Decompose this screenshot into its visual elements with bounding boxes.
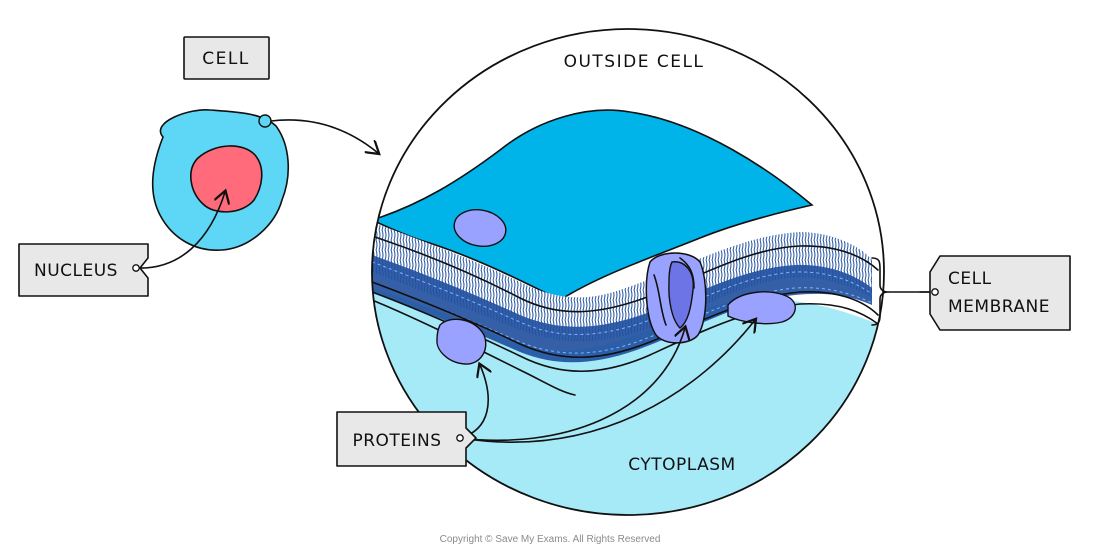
protein-inner-left <box>436 318 487 365</box>
copyright-text: Copyright © Save My Exams. All Rights Re… <box>440 534 661 545</box>
cell-label-box: CELL <box>183 36 270 80</box>
outside-cell-label: OUTSIDE CELL <box>564 52 705 72</box>
protein-inner-right <box>727 291 796 325</box>
nucleus-label: NUCLEUS <box>34 261 118 281</box>
small-cell <box>151 109 290 251</box>
membrane-top-surface <box>372 109 814 301</box>
membrane-core-band <box>372 255 872 363</box>
magnified-circle <box>371 28 885 516</box>
protein-outer-face <box>453 209 507 247</box>
zoom-marker <box>258 114 272 128</box>
cell-label: CELL <box>202 49 250 69</box>
proteins-tag: PROTEINS <box>336 411 477 467</box>
proteins-label: PROTEINS <box>352 431 441 451</box>
cytoplasm-label: CYTOPLASM <box>628 455 735 475</box>
cell-membrane-tag: CELL MEMBRANE <box>919 255 1071 331</box>
nucleus-tag: NUCLEUS <box>18 243 149 297</box>
magnified-view <box>371 28 885 516</box>
nucleus-leader <box>135 192 225 269</box>
cell-membrane-label-line2: MEMBRANE <box>948 297 1050 317</box>
nucleus <box>190 145 263 213</box>
channel-protein <box>645 252 707 344</box>
cell-membrane-label-line1: CELL <box>948 269 992 289</box>
zoom-arrow <box>270 119 378 153</box>
